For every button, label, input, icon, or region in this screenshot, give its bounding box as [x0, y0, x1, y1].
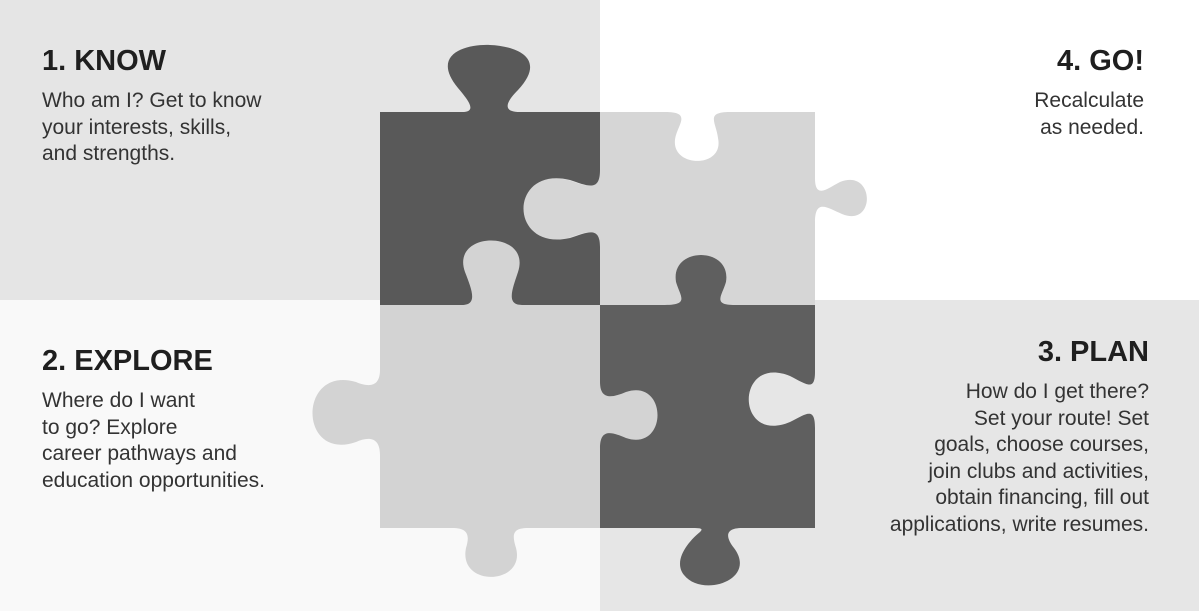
step-go: 4. GO! Recalculate as needed. — [1034, 44, 1144, 141]
step-go-description: Recalculate as needed. — [1034, 88, 1144, 141]
step-plan-line: How do I get there? — [890, 379, 1149, 406]
step-explore: 2. EXPLORE Where do I want to go? Explor… — [42, 344, 265, 494]
step-plan-line: goals, choose courses, — [890, 432, 1149, 459]
step-go-title: 4. GO! — [1034, 44, 1144, 78]
step-know-line: Who am I? Get to know — [42, 88, 261, 115]
step-explore-line: to go? Explore — [42, 415, 265, 442]
step-plan-description: How do I get there? Set your route! Set … — [890, 379, 1149, 538]
step-plan-line: applications, write resumes. — [890, 512, 1149, 539]
step-explore-title: 2. EXPLORE — [42, 344, 265, 378]
step-know-line: and strengths. — [42, 141, 261, 168]
step-plan: 3. PLAN How do I get there? Set your rou… — [890, 335, 1149, 538]
step-explore-description: Where do I want to go? Explore career pa… — [42, 388, 265, 494]
step-know-description: Who am I? Get to know your interests, sk… — [42, 88, 261, 168]
step-know-title: 1. KNOW — [42, 44, 261, 78]
step-plan-line: join clubs and activities, — [890, 459, 1149, 486]
step-explore-line: career pathways and — [42, 441, 265, 468]
step-go-line: as needed. — [1034, 115, 1144, 142]
step-explore-line: Where do I want — [42, 388, 265, 415]
step-know-line: your interests, skills, — [42, 115, 261, 142]
step-know: 1. KNOW Who am I? Get to know your inter… — [42, 44, 261, 168]
step-plan-line: Set your route! Set — [890, 406, 1149, 433]
step-go-line: Recalculate — [1034, 88, 1144, 115]
step-plan-line: obtain financing, fill out — [890, 485, 1149, 512]
step-explore-line: education opportunities. — [42, 468, 265, 495]
step-plan-title: 3. PLAN — [890, 335, 1149, 369]
